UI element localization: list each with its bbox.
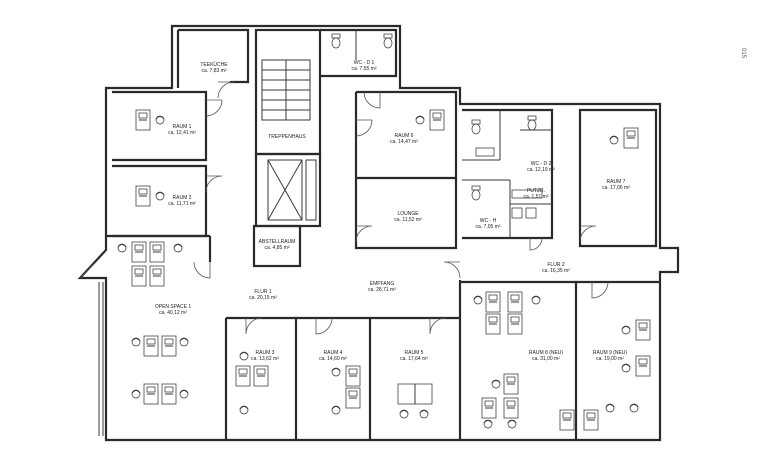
svg-text:RAUM 7: RAUM 7 — [607, 179, 626, 185]
svg-text:ca. 20,15 m²: ca. 20,15 m² — [249, 295, 277, 301]
svg-text:ca. 12,41 m²: ca. 12,41 m² — [168, 130, 196, 136]
svg-text:FLUR 1: FLUR 1 — [254, 289, 271, 295]
svg-text:ca. 17,64 m²: ca. 17,64 m² — [400, 356, 428, 362]
svg-text:ca. 17,06 m²: ca. 17,06 m² — [602, 185, 630, 191]
svg-text:ca. 12,19 m²: ca. 12,19 m² — [527, 167, 555, 173]
svg-text:ca. 7,05 m²: ca. 7,05 m² — [475, 224, 500, 230]
svg-text:RAUM 2: RAUM 2 — [173, 195, 192, 201]
room-label-raum5: RAUM 5 ca. 17,64 m² — [400, 350, 428, 362]
room-label-wc-d1: WC - D 1 ca. 7,55 m² — [351, 60, 376, 72]
outer-walls — [77, 24, 680, 442]
svg-text:ca. 4,85 m²: ca. 4,85 m² — [264, 245, 289, 251]
svg-text:FLUR 2: FLUR 2 — [547, 262, 564, 268]
svg-text:EMPFANG: EMPFANG — [370, 281, 395, 287]
svg-text:RAUM 3: RAUM 3 — [256, 350, 275, 356]
svg-text:ca. 1,51 m²: ca. 1,51 m² — [523, 194, 548, 200]
svg-text:LOUNGE: LOUNGE — [397, 211, 419, 217]
svg-text:ca. 40,12 m²: ca. 40,12 m² — [159, 310, 187, 316]
room-label-raum7: RAUM 7 ca. 17,06 m² — [602, 179, 630, 191]
svg-text:WC - D 2: WC - D 2 — [531, 161, 552, 167]
svg-text:TREPPENHAUS: TREPPENHAUS — [268, 134, 306, 140]
svg-text:ca. 11,52 m²: ca. 11,52 m² — [394, 217, 422, 223]
room-labels: TEEKÜCHE ca. 7,83 m² TREPPENHAUS WC - D … — [155, 60, 630, 362]
room-label-abstellraum: ABSTELLRAUM ca. 4,85 m² — [259, 239, 296, 251]
room-label-teekuche: TEEKÜCHE ca. 7,83 m² — [200, 61, 228, 74]
svg-text:ca. 7,55 m²: ca. 7,55 m² — [351, 66, 376, 72]
svg-text:RAUM 8 (NEU): RAUM 8 (NEU) — [529, 350, 564, 356]
svg-text:RAUM 5: RAUM 5 — [405, 350, 424, 356]
room-label-raum4: RAUM 4 ca. 14,60 m² — [319, 350, 347, 362]
svg-text:WC - H: WC - H — [480, 218, 497, 224]
room-label-open-space: OPEN SPACE 1 ca. 40,12 m² — [155, 304, 192, 316]
svg-text:RAUM 1: RAUM 1 — [173, 124, 192, 130]
svg-text:ca. 31,00 m²: ca. 31,00 m² — [532, 356, 560, 362]
room-label-empfang: EMPFANG ca. 28,71 m² — [368, 281, 396, 293]
svg-text:RAUM 4: RAUM 4 — [324, 350, 343, 356]
svg-text:PUTZR.: PUTZR. — [527, 188, 545, 194]
interior-walls — [106, 28, 660, 440]
svg-text:ca. 28,71 m²: ca. 28,71 m² — [368, 287, 396, 293]
room-label-raum9: RAUM 9 (NEU) ca. 19,00 m² — [593, 350, 628, 362]
room-label-flur2: FLUR 2 ca. 16,35 m² — [542, 262, 570, 274]
door-swings — [79, 81, 609, 335]
room-label-raum2: RAUM 2 ca. 11,71 m² — [168, 195, 196, 207]
edge-mark: 015 — [740, 48, 746, 59]
svg-text:ca. 13,62 m²: ca. 13,62 m² — [251, 356, 279, 362]
svg-text:ca. 19,00 m²: ca. 19,00 m² — [596, 356, 624, 362]
svg-text:ABSTELLRAUM: ABSTELLRAUM — [259, 239, 296, 245]
room-label-wc-h: WC - H ca. 7,05 m² — [475, 218, 500, 230]
svg-text:ca. 7,83 m²: ca. 7,83 m² — [201, 68, 226, 74]
svg-text:ca. 16,35 m²: ca. 16,35 m² — [542, 268, 570, 274]
svg-text:ca. 14,60 m²: ca. 14,60 m² — [319, 356, 347, 362]
svg-text:RAUM 9 (NEU): RAUM 9 (NEU) — [593, 350, 628, 356]
room-label-flur1: FLUR 1 ca. 20,15 m² — [249, 289, 277, 301]
room-label-raum6: RAUM 6 ca. 14,47 m² — [390, 133, 418, 145]
svg-text:RAUM 6: RAUM 6 — [395, 133, 414, 139]
svg-text:WC - D 1: WC - D 1 — [354, 60, 375, 66]
sanitary-fixtures — [331, 33, 543, 219]
room-label-raum8: RAUM 8 (NEU) ca. 31,00 m² — [529, 350, 564, 362]
room-label-wc-d2: WC - D 2 ca. 12,19 m² — [527, 161, 555, 173]
room-label-lounge: LOUNGE ca. 11,52 m² — [394, 211, 422, 223]
furniture — [117, 109, 651, 431]
room-label-raum1: RAUM 1 ca. 12,41 m² — [168, 124, 196, 136]
svg-text:OPEN SPACE 1: OPEN SPACE 1 — [155, 304, 192, 310]
svg-text:ca. 11,71 m²: ca. 11,71 m² — [168, 201, 196, 207]
room-label-treppenhaus: TREPPENHAUS — [268, 134, 306, 140]
svg-text:TEEKÜCHE: TEEKÜCHE — [200, 61, 228, 68]
room-label-putzr: PUTZR. ca. 1,51 m² — [523, 188, 548, 200]
svg-text:ca. 14,47 m²: ca. 14,47 m² — [390, 139, 418, 145]
room-label-raum3: RAUM 3 ca. 13,62 m² — [251, 350, 279, 362]
